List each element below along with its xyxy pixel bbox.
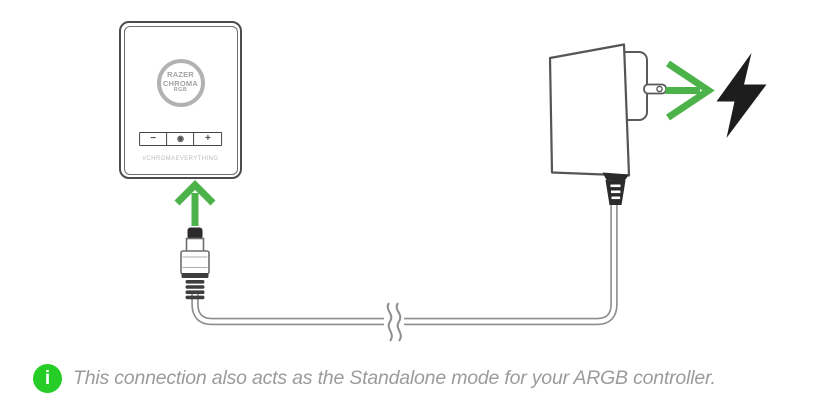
adapter-strain-slots (610, 184, 621, 200)
connector-body (180, 250, 210, 275)
cable-outline (191, 203, 618, 326)
plus-button: + (193, 131, 223, 146)
connector-barrel (185, 237, 205, 253)
info-note: i This connection also acts as the Stand… (33, 364, 716, 393)
connector-band (181, 273, 209, 278)
connector-strain-ribs (185, 280, 205, 300)
power-adapter (548, 43, 667, 205)
up-arrow-head (174, 180, 216, 206)
adapter-body (548, 43, 631, 177)
cable-core (192, 203, 617, 324)
logo-line-1: RAZER (167, 70, 194, 80)
power-cable (191, 203, 618, 326)
lightning-bolt-icon (716, 53, 767, 138)
logo-line-2: CHROMA (163, 78, 198, 88)
cable-break-mark (384, 302, 404, 342)
right-arrow-head (666, 60, 715, 121)
controller-buttons: − ◉ + (138, 131, 223, 146)
dc-barrel-connector (180, 227, 210, 300)
argb-controller-face: RAZER CHROMA RGB − ◉ + #CHROMAEVERYTHING (123, 25, 238, 175)
adapter-strain-cap (602, 172, 629, 181)
minus-button: − (138, 131, 168, 146)
break-squiggle-left (386, 302, 393, 342)
break-squiggle-right (395, 302, 402, 342)
right-arrow-icon (665, 60, 715, 121)
connector-tip (187, 227, 203, 240)
cable-break-gap (384, 311, 404, 332)
chroma-tagline: #CHROMAEVERYTHING (142, 155, 219, 162)
info-note-text: This connection also acts as the Standal… (73, 367, 716, 389)
connector-body-lines (182, 256, 208, 268)
adapter-prong-hole (656, 85, 663, 93)
up-arrow-icon (174, 180, 216, 226)
logo-line-3: RGB (173, 86, 188, 93)
mode-button: ◉ (166, 131, 195, 146)
info-icon: i (33, 364, 62, 393)
argb-controller: RAZER CHROMA RGB − ◉ + #CHROMAEVERYTHING (119, 21, 242, 179)
razer-chroma-logo: RAZER CHROMA RGB (156, 58, 205, 107)
